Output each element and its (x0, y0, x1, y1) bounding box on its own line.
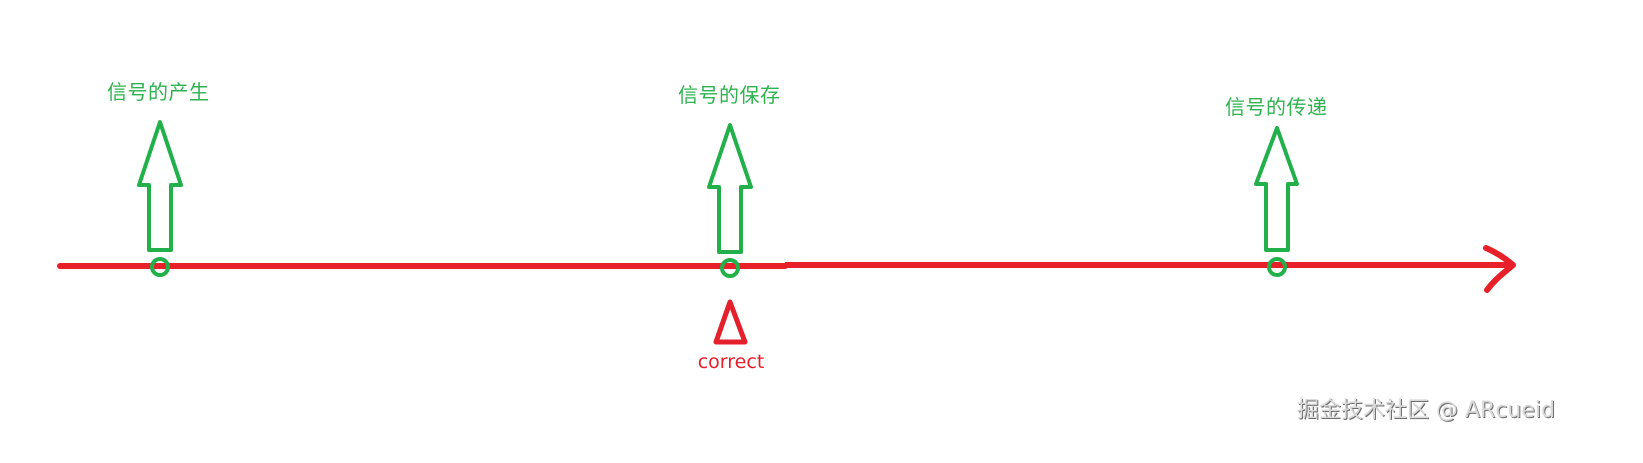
watermark: 掘金技术社区 @ ARcueid (1297, 398, 1555, 423)
up-arrow-icon (1254, 126, 1299, 252)
stage-signal-storage (707, 123, 753, 278)
stage-label-signal-storage: 信号的保存 (678, 83, 781, 107)
timeline-axis (57, 245, 1516, 293)
stage-label-signal-delivery: 信号的传递 (1225, 95, 1328, 119)
up-arrow-icon (707, 123, 753, 254)
stage-point-marker (1267, 257, 1287, 277)
stage-signal-delivery (1254, 126, 1299, 277)
stage-label-signal-generation: 信号的产生 (107, 80, 210, 104)
correct-pointer-triangle-icon (713, 299, 748, 345)
timeline-arrowhead-icon (1483, 245, 1516, 293)
stage-point-marker (150, 257, 170, 277)
correct-label: correct (697, 351, 765, 373)
stage-point-marker (720, 258, 740, 278)
stage-signal-generation (137, 120, 183, 277)
up-arrow-icon (137, 120, 183, 252)
